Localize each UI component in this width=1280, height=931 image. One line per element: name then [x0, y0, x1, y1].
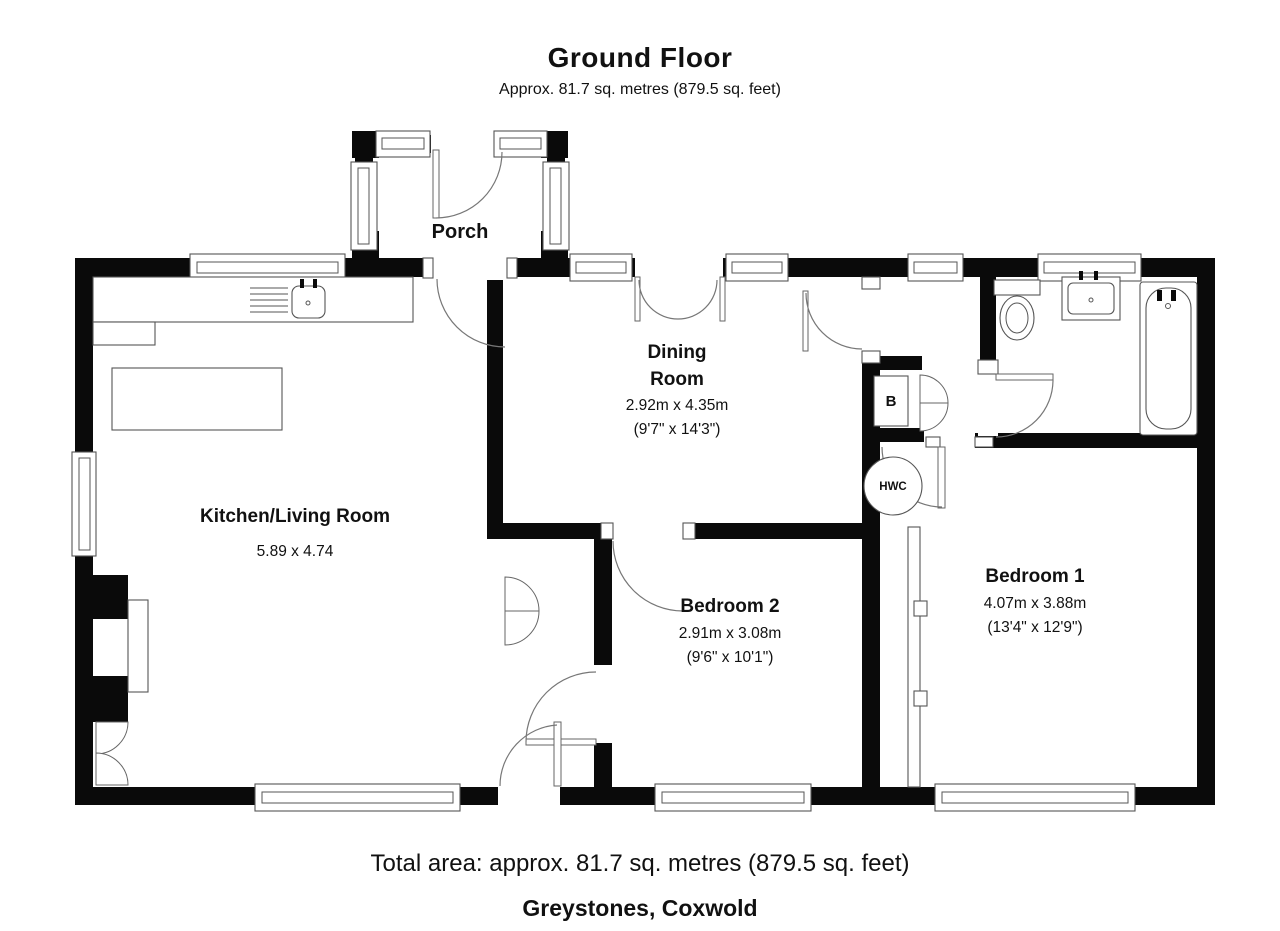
- window-porch-side-left: [350, 161, 378, 251]
- label-bedroom2: Bedroom 2: [680, 596, 779, 617]
- window-dining-right: [725, 253, 789, 282]
- toilet: [993, 279, 1041, 341]
- kitchen-bifold-door: [504, 576, 540, 646]
- window-porch-top-right: [493, 130, 548, 158]
- window-living-side: [71, 451, 97, 557]
- kitchen-island: [111, 367, 283, 431]
- tap-icon: [1171, 290, 1176, 301]
- walls: [75, 131, 1215, 805]
- hot-water-cylinder: [863, 456, 923, 516]
- window-hall: [907, 253, 964, 282]
- window-dining-left: [569, 253, 633, 282]
- label-dining-2: Room: [650, 369, 704, 390]
- bedroom2-door: [612, 540, 684, 612]
- back-door: [499, 721, 562, 787]
- tap-icon: [1079, 271, 1083, 280]
- dining-french-doors: [634, 276, 726, 322]
- door-openings: [431, 133, 998, 808]
- page-title: Ground Floor: [547, 42, 733, 73]
- window-bedroom2-bottom: [654, 783, 812, 812]
- window-living-bottom: [254, 783, 461, 812]
- dims-dining-m: 2.92m x 4.35m: [626, 397, 729, 414]
- sink-drainer: [250, 287, 288, 313]
- dims-kitchen-living: 5.89 x 4.74: [257, 543, 334, 560]
- window-bathroom: [1037, 253, 1142, 282]
- doors: [95, 149, 1054, 787]
- label-kitchen-living: Kitchen/Living Room: [200, 506, 390, 527]
- total-area-text: Total area: approx. 81.7 sq. metres (879…: [370, 850, 910, 877]
- tap-icon: [1157, 290, 1162, 301]
- wash-basin: [1061, 271, 1121, 321]
- bath: [1139, 281, 1198, 436]
- tap-icon: [1094, 271, 1098, 280]
- window-bedroom1-bottom: [934, 783, 1136, 812]
- sink-drain: [305, 300, 311, 306]
- bathroom-door: [995, 373, 1054, 438]
- services: [863, 375, 923, 516]
- dims-dining-ft: (9'7" x 14'3"): [634, 421, 721, 438]
- property-name: Greystones, Coxwold: [522, 895, 758, 921]
- dining-hall-door: [802, 290, 863, 352]
- dims-bedroom2-m: 2.91m x 3.08m: [679, 625, 782, 642]
- window-porch-top-left: [375, 130, 431, 158]
- porch-inner-door: [436, 278, 506, 348]
- window-porch-side-right: [542, 161, 570, 251]
- dims-bedroom1-ft: (13'4" x 12'9"): [987, 619, 1082, 636]
- dims-bedroom1-m: 4.07m x 3.88m: [984, 595, 1087, 612]
- kitchen-counter-return: [92, 321, 156, 346]
- label-bedroom1: Bedroom 1: [985, 566, 1085, 587]
- bathroom-fixtures: [993, 271, 1198, 436]
- stud-partition: [907, 526, 928, 788]
- tap-icon: [313, 279, 317, 288]
- kitchen-fixtures: [92, 276, 414, 693]
- label-porch: Porch: [432, 221, 489, 243]
- label-hwc: HWC: [879, 481, 906, 493]
- fireplace-hearth: [127, 599, 149, 693]
- living-cupboard-doors: [95, 721, 129, 786]
- porch-front-door: [432, 149, 503, 219]
- label-dining-1: Dining: [647, 342, 706, 363]
- kitchen-sink: [291, 285, 326, 319]
- boiler-cupboard-doors: [919, 374, 949, 432]
- tap-icon: [300, 279, 304, 288]
- dims-bedroom2-ft: (9'6" x 10'1"): [687, 649, 774, 666]
- door-jambs: [422, 257, 999, 540]
- windows: [71, 130, 1142, 812]
- boiler-cupboard: [873, 375, 909, 427]
- label-boiler: B: [886, 393, 897, 410]
- page-subtitle: Approx. 81.7 sq. metres (879.5 sq. feet): [499, 81, 781, 98]
